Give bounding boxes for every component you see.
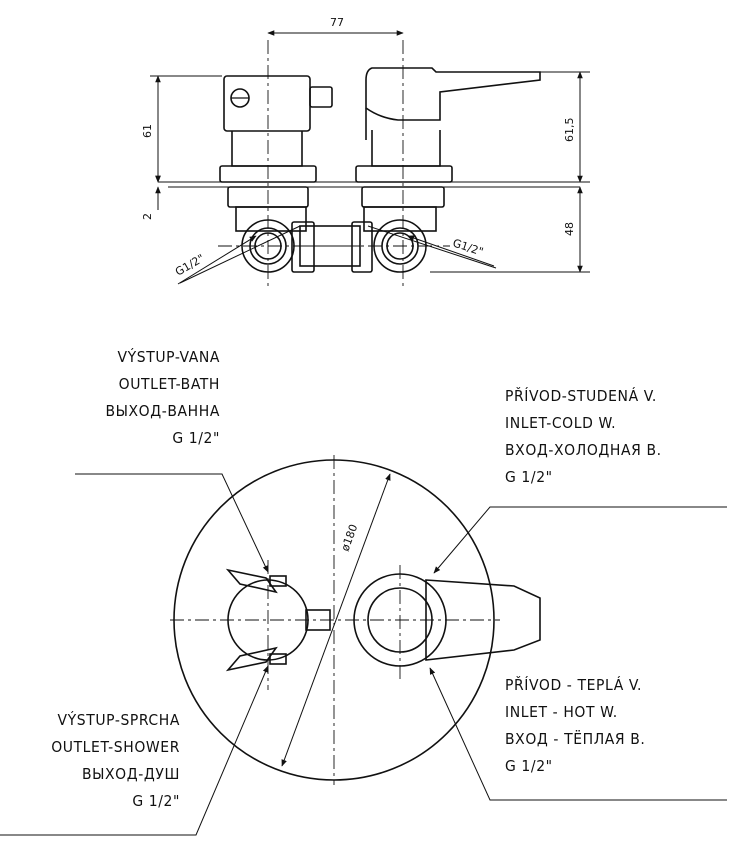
label-outlet-bath-ru: ВЫХОД-ВАННА — [105, 402, 220, 420]
label-outlet-shower-en: OUTLET-SHOWER — [51, 738, 180, 756]
dim-48: 48 — [563, 222, 576, 236]
mixer-lever — [425, 579, 541, 661]
label-inlet-cold: PŘÍVOD-STUDENÁ V. INLET-COLD W. ВХОД-ХОЛ… — [505, 383, 662, 491]
label-outlet-shower: VÝSTUP-SPRCHA OUTLET-SHOWER ВЫХОД-ДУШ G … — [0, 707, 180, 815]
label-inlet-cold-ru: ВХОД-ХОЛОДНАЯ В. — [505, 441, 662, 459]
label-outlet-shower-cz: VÝSTUP-SPRCHA — [57, 711, 180, 729]
label-inlet-hot-ru: ВХОД - TËПЛАЯ В. — [505, 730, 646, 748]
label-outlet-bath-cz: VÝSTUP-VANA — [117, 348, 220, 366]
front-centerlines — [170, 455, 500, 785]
dim-61: 61 — [141, 124, 154, 138]
label-outlet-bath-en: OUTLET-BATH — [118, 375, 220, 393]
dim-diameter: ø180 — [339, 523, 361, 554]
dim-61-5: 61,5 — [563, 118, 576, 143]
label-inlet-hot-thread: G 1/2" — [505, 757, 553, 775]
side-centerlines — [218, 40, 450, 290]
label-inlet-cold-cz: PŘÍVOD-STUDENÁ V. — [505, 387, 657, 405]
label-inlet-cold-en: INLET-COLD W. — [505, 414, 617, 432]
label-outlet-shower-ru: ВЫХОД-ДУШ — [81, 765, 180, 783]
label-inlet-hot: PŘÍVOD - TEPLÁ V. INLET - HOT W. ВХОД - … — [505, 672, 645, 780]
left-handle-body — [223, 75, 311, 132]
label-leaders — [0, 473, 727, 836]
dim-77: 77 — [330, 16, 344, 29]
label-inlet-hot-cz: PŘÍVOD - TEPLÁ V. — [505, 676, 643, 694]
label-outlet-shower-thread: G 1/2" — [132, 792, 180, 810]
cross-handle — [225, 568, 278, 594]
side-dimensions — [150, 30, 590, 285]
label-outlet-bath-thread: G 1/2" — [172, 429, 220, 447]
dim-2: 2 — [141, 213, 154, 220]
label-inlet-hot-en: INLET - HOT W. — [505, 703, 618, 721]
label-inlet-cold-thread: G 1/2" — [505, 468, 553, 486]
lever-handle — [365, 67, 541, 121]
side-view — [158, 67, 590, 273]
label-outlet-bath: VÝSTUP-VANA OUTLET-BATH ВЫХОД-ВАННА G 1/… — [40, 344, 220, 452]
thread-left-label: G1/2" — [173, 252, 207, 279]
diameter-line — [281, 473, 391, 767]
